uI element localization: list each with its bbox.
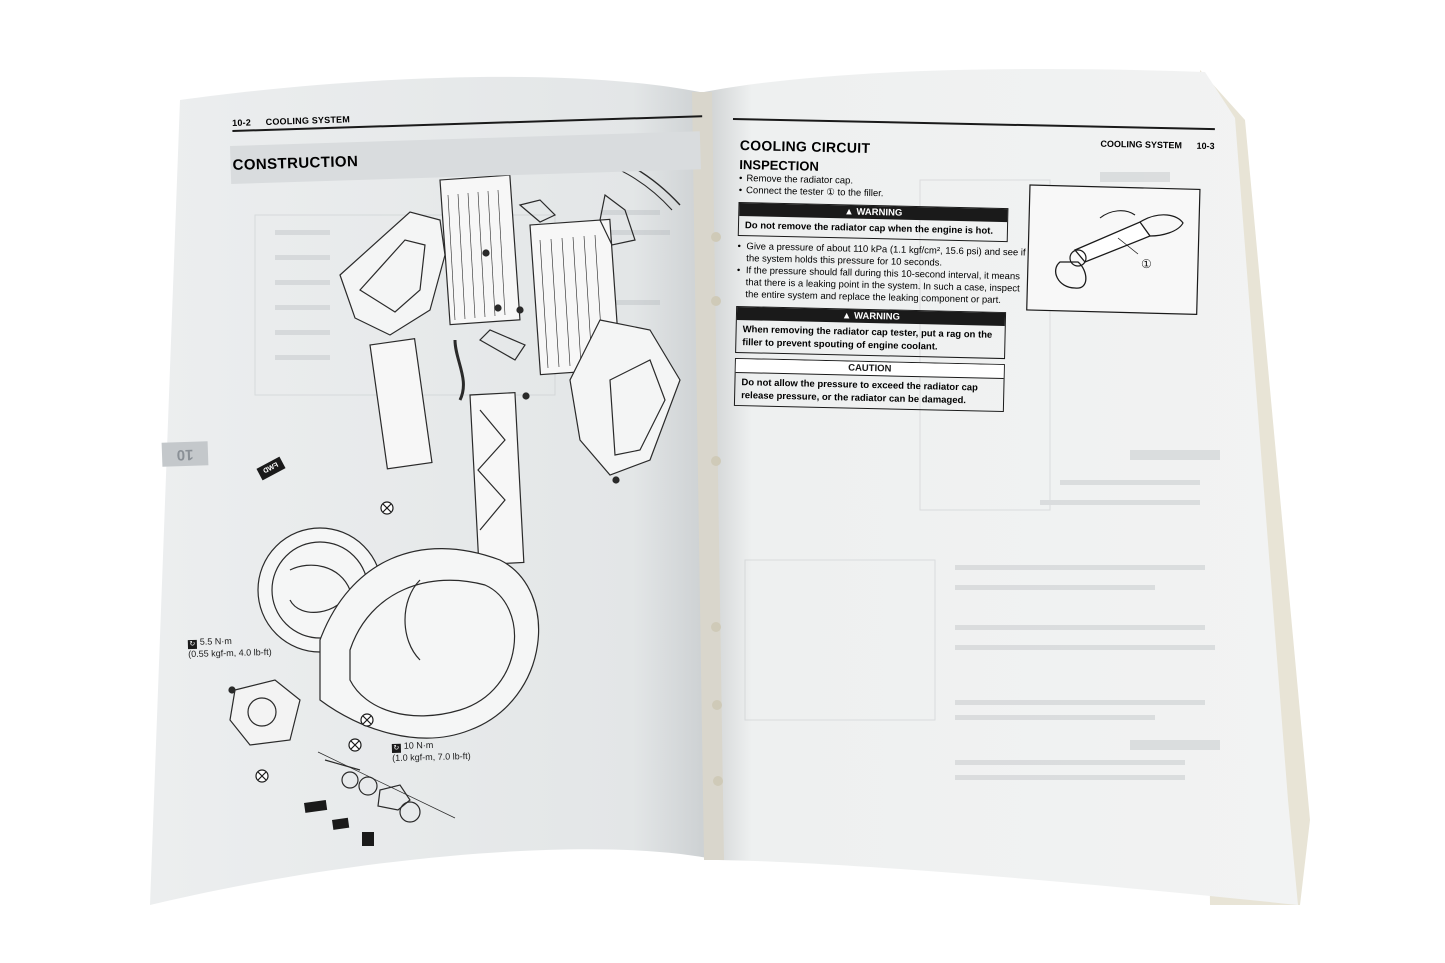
caution-body: Do not allow the pressure to exceed the … [741, 377, 979, 407]
torque-2-detail: (1.0 kgf-m, 7.0 lb-ft) [392, 750, 471, 764]
warning-2-body: When removing the radiator cap tester, p… [742, 324, 993, 353]
torque-spec-2: ↻10 N·m (1.0 kgf-m, 7.0 lb-ft) [391, 739, 471, 764]
torque-2-value: 10 N·m [403, 739, 434, 751]
torque-wrench-icon: ↻ [187, 639, 198, 650]
section-title-construction: CONSTRUCTION [232, 152, 359, 174]
right-page-content: COOLING CIRCUIT INSPECTION Remove the ra… [733, 137, 1040, 418]
cooling-system-diagram [228, 143, 681, 823]
caution-box: CAUTION Do not allow the pressure to exc… [733, 357, 1005, 413]
right-page-number: 10-3 [1196, 140, 1215, 152]
chapter-tab: 10 [161, 441, 209, 467]
replace-markers [255, 501, 394, 783]
lubrication-icons [304, 799, 374, 846]
left-page [150, 76, 718, 905]
right-running-title: COOLING SYSTEM [1100, 138, 1183, 151]
torque-1-value: 5.5 N·m [199, 635, 232, 647]
torque-wrench-icon: ↻ [391, 743, 402, 754]
warning-box-1: ▲ WARNING Do not remove the radiator cap… [737, 201, 1009, 243]
list-item: If the pressure should fall during this … [745, 265, 1028, 307]
torque-spec-1: ↻5.5 N·m (0.55 kgf-m, 4.0 lb-ft) [187, 635, 272, 660]
left-running-title: COOLING SYSTEM [265, 114, 351, 127]
radiator-tester-figure [1026, 184, 1201, 316]
torque-1-detail: (0.55 kgf-m, 4.0 lb-ft) [188, 646, 272, 660]
pressure-steps: Give a pressure of about 110 kPa (1.1 kg… [736, 241, 1028, 308]
left-page-number: 10-2 [232, 117, 252, 128]
warning-box-2: ▲ WARNING When removing the radiator cap… [735, 305, 1007, 360]
figure-callout-1: ① [1141, 257, 1152, 271]
